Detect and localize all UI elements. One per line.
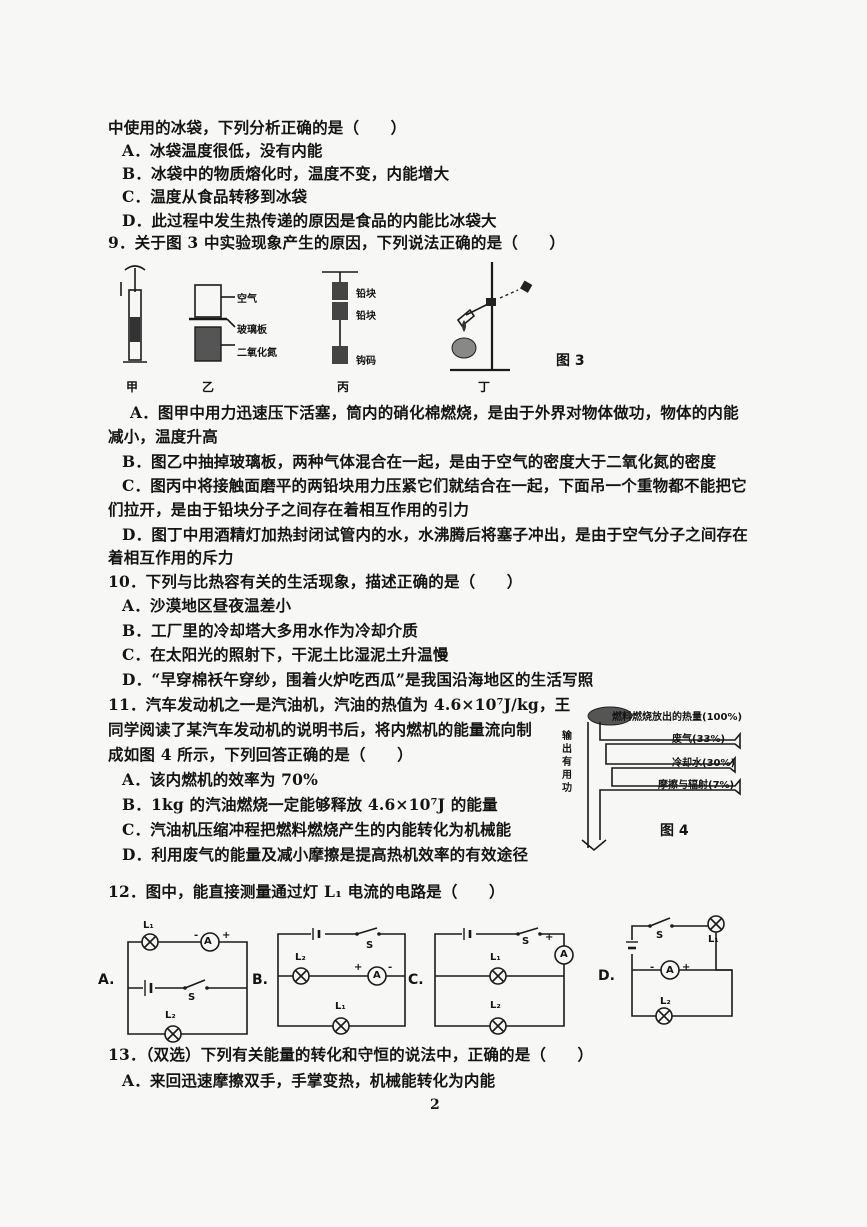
q8-option-b: B．冰袋中的物质熔化时，温度不变，内能增大 bbox=[122, 164, 450, 183]
q8-option-a: A．冰袋温度很低，没有内能 bbox=[122, 141, 323, 160]
q9-option-a-1: A．图甲中用力迅速压下活塞，筒内的硝化棉燃烧，是由于外界对物体做功，物体的内能 bbox=[130, 403, 739, 422]
circuit-b-diagram bbox=[277, 927, 406, 1035]
circuit-a-label: A. bbox=[98, 972, 115, 988]
fig4-waste: 废气(33%) bbox=[672, 734, 726, 745]
q10-stem: 10．下列与比热容有关的生活现象，描述正确的是（ ） bbox=[108, 572, 523, 591]
circuit-b-l1: L₁ bbox=[335, 1001, 346, 1012]
fig3-label-jia: 甲 bbox=[126, 380, 139, 394]
fig4-output: 输出有用功 bbox=[562, 731, 572, 794]
q8-option-c: C．温度从食品转移到冰袋 bbox=[122, 187, 308, 206]
circuit-d-l1: L₁ bbox=[708, 934, 719, 945]
q11-option-b: B．1kg 的汽油燃烧一定能够释放 4.6×10⁷J 的能量 bbox=[122, 795, 498, 814]
circuit-d-ammeter: A bbox=[666, 965, 674, 976]
fig3-caption: 图 3 bbox=[556, 353, 585, 369]
circuit-b-label: B. bbox=[252, 972, 268, 988]
fig3-yi-jars bbox=[189, 284, 236, 362]
circuit-a-s: S bbox=[188, 992, 196, 1003]
circuit-a-plus: + bbox=[222, 930, 231, 941]
q13-option-a: A．来回迅速摩擦双手，手掌变热，机械能转化为内能 bbox=[122, 1071, 496, 1090]
q11-option-d: D．利用废气的能量及减小摩擦是提高热机效率的有效途径 bbox=[122, 845, 529, 864]
circuit-c-label: C. bbox=[408, 972, 424, 988]
q9-option-a-2: 减小，温度升高 bbox=[108, 427, 218, 446]
q11-stem-3: 成如图 4 所示，下列回答正确的是（ ） bbox=[108, 745, 413, 764]
fig4-energy-flow bbox=[581, 706, 741, 852]
circuit-b-plus: + bbox=[354, 962, 363, 973]
q10-option-b: B．工厂里的冷却塔大多用水作为冷却介质 bbox=[122, 621, 418, 640]
fig4-cooling: 冷却水(30%) bbox=[672, 758, 736, 769]
q10-option-c: C．在太阳光的照射下，干泥土比湿泥土升温慢 bbox=[122, 645, 449, 664]
circuit-d-s: S bbox=[656, 930, 664, 941]
q9-option-c-1: C．图丙中将接触面磨平的两铅块用力压紧它们就结合在一起，下面吊一个重物都不能把它 bbox=[122, 476, 747, 495]
circuit-b-minus: - bbox=[388, 962, 393, 973]
circuit-a-l1: L₁ bbox=[143, 920, 154, 931]
fig4-friction: 摩擦与辐射(7%) bbox=[658, 780, 735, 791]
circuit-b-l2: L₂ bbox=[295, 952, 306, 963]
fig4-caption: 图 4 bbox=[660, 823, 689, 839]
circuit-c-ammeter: A bbox=[560, 949, 568, 960]
fig3-label-ding: 丁 bbox=[478, 380, 491, 394]
q9-option-b: B．图乙中抽掉玻璃板，两种气体混合在一起，是由于空气的密度大于二氧化氮的密度 bbox=[122, 452, 717, 471]
fig3-bing-weight: 钩码 bbox=[356, 356, 376, 367]
circuit-a-l2: L₂ bbox=[165, 1010, 176, 1021]
circuit-c-s: S bbox=[522, 936, 530, 947]
circuit-d-diagram bbox=[626, 915, 733, 1025]
q9-option-d-1: D．图丁中用酒精灯加热封闭试管内的水，水沸腾后将塞子冲出，是由于空气分子之间存在 bbox=[122, 525, 748, 544]
circuit-c-l2: L₂ bbox=[490, 1000, 501, 1011]
fig3-label-yi: 乙 bbox=[202, 380, 215, 394]
q11-stem-2: 同学阅读了某汽车发动机的说明书后，将内燃机的能量流向制 bbox=[108, 720, 532, 739]
q10-option-d: D．“早穿棉袄午穿纱，围着火炉吃西瓜”是我国沿海地区的生活写照 bbox=[122, 670, 594, 689]
q9-option-d-2: 着相互作用的斥力 bbox=[108, 548, 234, 567]
circuit-a-minus: - bbox=[194, 930, 199, 941]
q8-option-d: D．此过程中发生热传递的原因是食品的内能比冰袋大 bbox=[122, 211, 497, 230]
fig3-label-bing: 丙 bbox=[337, 380, 350, 394]
circuit-d-label: D. bbox=[598, 968, 615, 984]
circuit-c-diagram bbox=[434, 927, 574, 1035]
circuit-d-l2: L₂ bbox=[660, 996, 671, 1007]
circuit-c-plus: + bbox=[545, 932, 554, 943]
q10-option-a: A．沙漠地区昼夜温差小 bbox=[122, 596, 292, 615]
fig3-ding-stand bbox=[450, 262, 533, 372]
circuit-a-ammeter: A bbox=[204, 936, 212, 947]
circuit-b-ammeter: A bbox=[373, 970, 381, 981]
fig3-yi-gas: 二氧化氮 bbox=[237, 348, 277, 359]
q11-option-a: A．该内燃机的效率为 70% bbox=[122, 770, 319, 789]
q12-stem: 12．图中，能直接测量通过灯 L₁ 电流的电路是（ ） bbox=[108, 882, 505, 901]
fig3-jia-pump bbox=[120, 265, 147, 363]
fig4-total: 燃料燃烧放出的热量(100%) bbox=[612, 712, 743, 723]
page-number: 2 bbox=[430, 1097, 440, 1113]
q9-option-c-2: 们拉开，是由于铅块分子之间存在着相互作用的引力 bbox=[108, 500, 470, 519]
circuit-d-minus: - bbox=[650, 962, 655, 973]
circuit-c-l1: L₁ bbox=[490, 952, 501, 963]
q13-stem: 13．（双选）下列有关能量的转化和守恒的说法中，正确的是（ ） bbox=[108, 1045, 594, 1064]
fig3-bing-lead2: 铅块 bbox=[356, 311, 376, 322]
q11-stem-1: 11．汽车发动机之一是汽油机，汽油的热值为 4.6×10⁷J/kg，王 bbox=[108, 695, 571, 714]
fig3-bing-lead bbox=[322, 271, 358, 364]
circuit-b-s: S bbox=[366, 940, 374, 951]
q11-option-c: C．汽油机压缩冲程把燃料燃烧产生的内能转化为机械能 bbox=[122, 820, 512, 839]
fig3-bing-lead1: 铅块 bbox=[356, 289, 376, 300]
q8-stem-cont: 中使用的冰袋，下列分析正确的是（ ） bbox=[108, 118, 407, 137]
q9-stem: 9．关于图 3 中实验现象产生的原因，下列说法正确的是（ ） bbox=[108, 233, 566, 252]
fig3-yi-air: 空气 bbox=[237, 294, 257, 305]
circuit-a-diagram bbox=[127, 932, 248, 1043]
fig3-yi-glass: 玻璃板 bbox=[237, 325, 267, 336]
circuit-d-plus: + bbox=[682, 962, 691, 973]
